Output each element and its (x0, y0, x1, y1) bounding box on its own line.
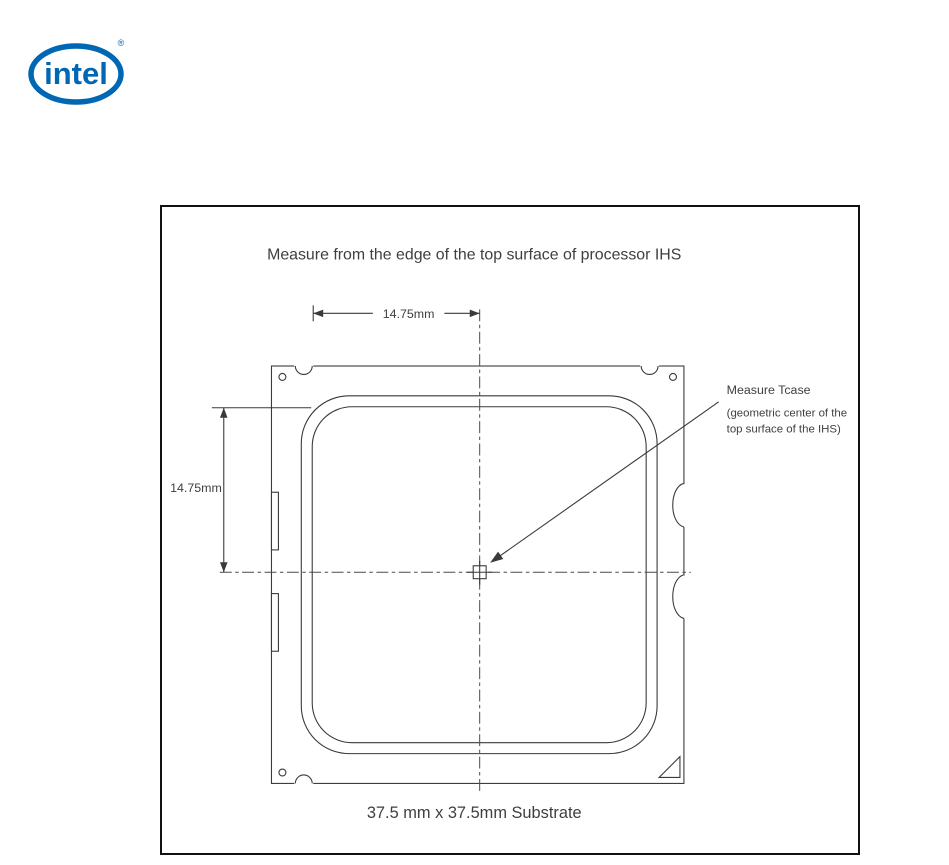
leader-line (499, 401, 720, 557)
right-edge-cutout-upper (672, 482, 685, 528)
substrate-outline (270, 365, 685, 784)
intel-logo-oval (28, 43, 124, 105)
tcase-annotation: Measure Tcase (geometric center of the t… (490, 383, 847, 563)
arrowhead-down-icon (219, 562, 228, 573)
notch-whiteout (294, 363, 314, 369)
figure-frame: Measure from the edge of the top surface… (160, 205, 860, 855)
dimension-vertical-label: 14.75mm (170, 481, 222, 495)
technical-drawing: Measure from the edge of the top surface… (170, 247, 847, 823)
bottom-left-notch (294, 774, 313, 784)
intel-logo-text: intel (44, 56, 108, 91)
dimension-horizontal: 14.75mm (312, 305, 480, 322)
left-edge-tab-upper (270, 491, 279, 551)
pin1-triangle (657, 755, 681, 779)
arrowhead-right-icon (469, 309, 480, 318)
right-edge-cutout-lower (672, 574, 685, 619)
top-left-notch (294, 365, 313, 375)
top-right-notch (640, 365, 659, 375)
corner-hole-top-right (668, 372, 678, 381)
arrowhead-left-icon (313, 309, 324, 318)
leader-arrowhead-icon (490, 551, 504, 563)
figure-caption: 37.5 mm x 37.5mm Substrate (367, 804, 582, 822)
figure-title: Measure from the edge of the top surface… (267, 247, 681, 264)
ihs-outline-outer (300, 395, 658, 755)
notch-whiteout (640, 363, 660, 369)
intel-logo-graphic: intel ® (28, 38, 125, 105)
annotation-detail-1: (geometric center of the (727, 408, 847, 420)
dimension-horizontal-label: 14.75mm (383, 307, 435, 321)
annotation-measure-tcase: Measure Tcase (727, 383, 811, 397)
left-edge-tab-lower (270, 593, 279, 652)
annotation-detail-2: top surface of the IHS) (727, 424, 841, 436)
corner-hole-top-left (278, 372, 287, 381)
corner-hole-bottom-left (278, 768, 287, 777)
intel-logo: intel ® (28, 30, 128, 114)
registered-mark: ® (118, 38, 125, 48)
dimension-vertical: 14.75mm (170, 407, 312, 573)
notch-whiteout (294, 781, 314, 787)
arrowhead-up-icon (219, 407, 228, 418)
